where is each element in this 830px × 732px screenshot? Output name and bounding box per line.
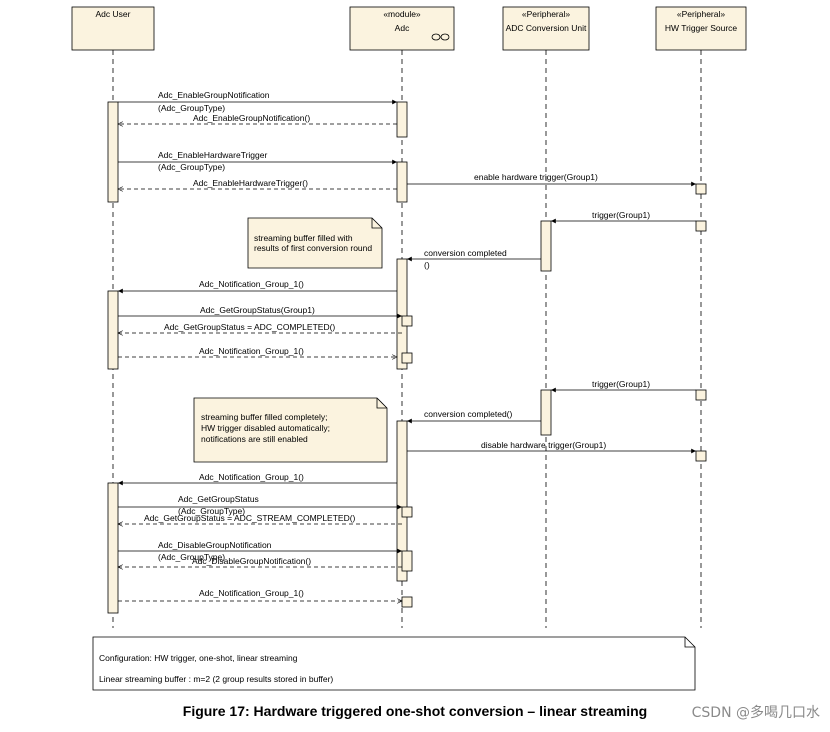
message-label: (Adc_GroupType)	[158, 552, 225, 562]
message-label: Adc_DisableGroupNotification()	[192, 556, 311, 566]
message-label: enable hardware trigger(Group1)	[474, 172, 598, 182]
activation-hw	[695, 450, 707, 462]
note-text: notifications are still enabled	[201, 434, 308, 444]
message-label: Adc_EnableHardwareTrigger()	[193, 178, 308, 188]
message-label: Adc_Notification_Group_1()	[199, 588, 304, 598]
activation-adc	[396, 161, 408, 203]
participant-name: Adc	[395, 23, 410, 33]
note-first-round: streaming buffer filled with results of …	[247, 217, 383, 269]
message-label: (Adc_GroupType)	[178, 506, 245, 516]
message-label: Adc_EnableHardwareTrigger	[158, 150, 267, 160]
activation-conv	[540, 389, 552, 436]
activation-adc	[401, 352, 413, 364]
module-icon	[431, 33, 450, 41]
activation-adc	[396, 101, 408, 138]
message-label: trigger(Group1)	[592, 379, 650, 389]
activation-conv	[540, 220, 552, 272]
participant-name: Adc User	[96, 9, 131, 19]
participant-adc-conversion-unit: «Peripheral» ADC Conversion Unit	[502, 6, 590, 51]
note-text: streaming buffer filled with	[254, 233, 353, 243]
config-text: Configuration: HW trigger, one-shot, lin…	[99, 653, 298, 663]
message-label: Adc_DisableGroupNotification	[158, 540, 272, 550]
message-label: trigger(Group1)	[592, 210, 650, 220]
message-label: Adc_GetGroupStatus(Group1)	[200, 305, 315, 315]
message-label: Adc_Notification_Group_1()	[199, 279, 304, 289]
configuration-box: Configuration: HW trigger, one-shot, lin…	[92, 636, 696, 691]
message-label: Adc_Notification_Group_1()	[199, 346, 304, 356]
participant-hw-trigger-source: «Peripheral» HW Trigger Source	[655, 6, 747, 51]
activations	[107, 101, 707, 614]
participant-stereotype: «Peripheral»	[677, 9, 725, 19]
messages	[118, 99, 696, 601]
message-label: conversion completed	[424, 248, 507, 258]
activation-user	[107, 101, 119, 203]
activation-user	[107, 482, 119, 614]
message-label: Adc_GetGroupStatus = ADC_COMPLETED()	[164, 322, 335, 332]
participant-name: ADC Conversion Unit	[506, 23, 587, 33]
activation-hw	[695, 183, 707, 195]
activation-user	[107, 290, 119, 370]
message-label: Adc_EnableGroupNotification()	[193, 113, 310, 123]
figure-caption: Figure 17: Hardware triggered one-shot c…	[182, 703, 648, 719]
sequence-diagram: Adc User «module» Adc «Peripheral» ADC C…	[71, 6, 747, 691]
message-labels: Adc_EnableGroupNotification (Adc_GroupTy…	[144, 90, 650, 598]
activation-adc	[396, 258, 408, 370]
note-buffer-full: streaming buffer filled completely; HW t…	[193, 397, 388, 463]
activation-adc	[401, 550, 413, 572]
activation-adc	[401, 596, 413, 608]
message-label: Adc_GetGroupStatus = ADC_STREAM_COMPLETE…	[144, 513, 356, 523]
message-label: Adc_Notification_Group_1()	[199, 472, 304, 482]
activation-hw	[695, 220, 707, 232]
config-text: Linear streaming buffer : m=2 (2 group r…	[99, 674, 333, 684]
activation-adc	[401, 506, 413, 518]
activation-hw	[695, 389, 707, 401]
message-label: disable hardware trigger(Group1)	[481, 440, 606, 450]
message-label: conversion completed()	[424, 409, 513, 419]
message-label: Adc_EnableGroupNotification	[158, 90, 270, 100]
note-text: HW trigger disabled automatically;	[201, 423, 330, 433]
participant-name: HW Trigger Source	[665, 23, 738, 33]
note-text: results of first conversion round	[254, 243, 372, 253]
message-label: (Adc_GroupType)	[158, 162, 225, 172]
watermark: CSDN @多喝几口水	[691, 705, 820, 721]
message-label: (Adc_GroupType)	[158, 103, 225, 113]
note-text: streaming buffer filled completely;	[201, 412, 327, 422]
participant-adc: «module» Adc	[349, 6, 455, 51]
message-label: ()	[424, 260, 430, 270]
participant-stereotype: «Peripheral»	[522, 9, 570, 19]
message-label: Adc_GetGroupStatus	[178, 494, 259, 504]
participant-stereotype: «module»	[383, 9, 421, 19]
participant-adc-user: Adc User	[71, 6, 155, 51]
activation-adc	[401, 315, 413, 327]
activation-adc	[396, 420, 408, 582]
